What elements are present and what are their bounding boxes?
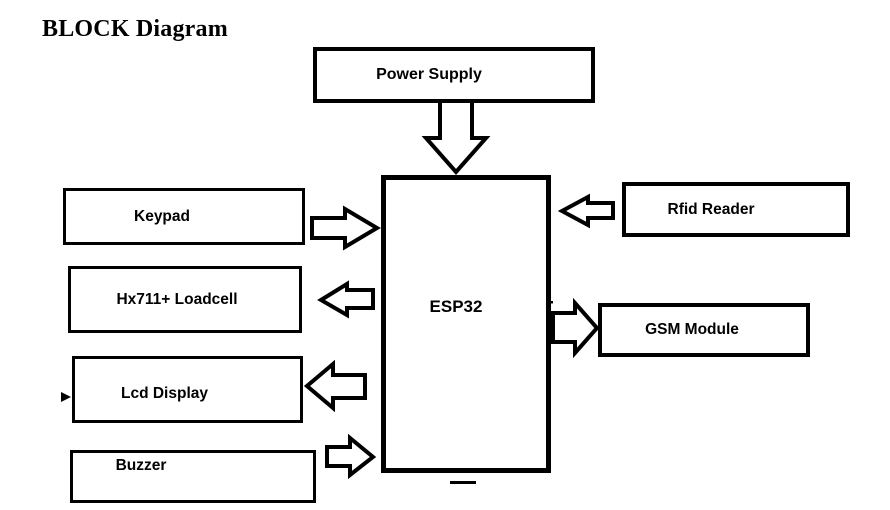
esp32-bottom-dash-icon	[450, 481, 476, 484]
arrow-esp32-to-hx711-icon	[317, 280, 375, 319]
node-rfid-reader: Rfid Reader	[622, 182, 850, 237]
page-title: BLOCK Diagram	[42, 16, 228, 42]
arrow-esp32-to-lcd-icon	[303, 359, 367, 413]
arrow-esp32-to-gsm-icon	[551, 297, 600, 359]
arrow-keypad-to-esp32-icon	[310, 205, 381, 251]
node-buzzer: Buzzer	[70, 450, 316, 503]
node-lcd-display: Lcd Display	[72, 356, 303, 423]
node-keypad: Keypad	[63, 188, 305, 245]
arrow-power-supply-to-esp32-icon	[421, 99, 491, 176]
node-hx711-loadcell: Hx711+ Loadcell	[68, 266, 302, 333]
node-esp32: ESP32	[381, 175, 551, 473]
node-gsm-module-label: GSM Module	[645, 321, 739, 338]
node-esp32-label: ESP32	[429, 297, 483, 316]
lcd-left-edge-arrowhead-icon	[61, 392, 71, 402]
node-power-supply-label: Power Supply	[376, 66, 482, 83]
node-buzzer-label: Buzzer	[115, 456, 167, 474]
node-hx711-loadcell-label: Hx711+ Loadcell	[116, 290, 238, 308]
node-power-supply: Power Supply	[313, 47, 595, 103]
arrow-rfid-to-esp32-icon	[557, 193, 615, 229]
node-lcd-display-label: Lcd Display	[121, 384, 208, 402]
node-rfid-reader-label: Rfid Reader	[667, 200, 755, 218]
node-gsm-module: GSM Module	[598, 303, 810, 357]
node-keypad-label: Keypad	[134, 207, 190, 225]
arrow-buzzer-to-esp32-icon	[325, 433, 377, 480]
